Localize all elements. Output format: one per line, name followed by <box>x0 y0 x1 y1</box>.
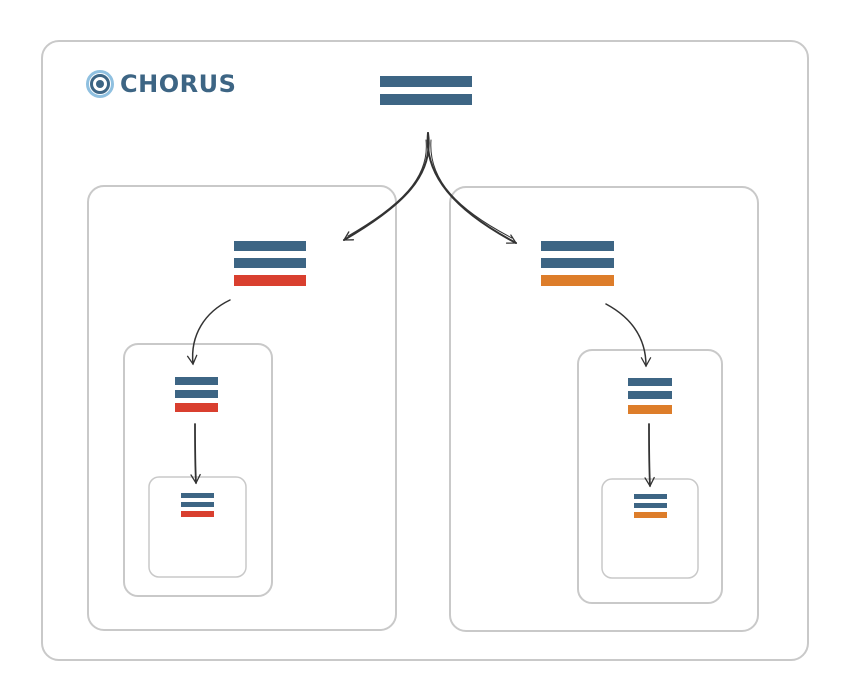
right-l3-stripe-2 <box>634 503 667 508</box>
left-l3-stripe-1 <box>181 493 214 498</box>
right-l3-stripe-1 <box>634 494 667 499</box>
left-l2-stripe-1 <box>175 377 218 385</box>
right-l2-stripe-3 <box>628 405 672 414</box>
left-container-inner <box>148 476 247 578</box>
arrow-root-to-right-sketch <box>430 139 513 239</box>
root-stripe-1 <box>380 76 472 87</box>
outer-frame <box>41 40 809 661</box>
left-node-level-3 <box>181 493 214 517</box>
arrow-right-l1-to-l2 <box>605 303 652 368</box>
left-container-outer <box>87 185 397 631</box>
left-l1-stripe-2 <box>234 258 306 268</box>
left-l1-stripe-1 <box>234 241 306 251</box>
logo-text: CHORUS <box>120 70 237 98</box>
right-l1-stripe-1 <box>541 241 614 251</box>
arrow-root-to-left-sketch <box>347 139 427 237</box>
left-l2-stripe-3 <box>175 403 218 412</box>
right-l1-stripe-3 <box>541 275 614 286</box>
arrow-root-to-right <box>426 132 518 244</box>
left-l3-stripe-2 <box>181 502 214 507</box>
right-container-outer <box>449 186 759 632</box>
right-node-level-1 <box>541 241 614 286</box>
chorus-logo-icon <box>86 70 114 98</box>
right-l2-stripe-2 <box>628 391 672 399</box>
right-container-inner <box>601 478 699 579</box>
right-l1-stripe-2 <box>541 258 614 268</box>
root-node <box>380 76 472 105</box>
left-container-middle <box>123 343 273 597</box>
arrow-left-l2-to-l3 <box>190 423 201 485</box>
arrow-right-l2-to-l3 <box>644 423 655 488</box>
right-node-level-2 <box>628 378 672 414</box>
left-l3-stripe-3 <box>181 511 214 517</box>
right-l2-stripe-1 <box>628 378 672 386</box>
left-node-level-2 <box>175 377 218 412</box>
left-node-level-1 <box>234 241 306 286</box>
left-l1-stripe-3 <box>234 275 306 286</box>
left-l2-stripe-2 <box>175 390 218 398</box>
arrow-left-l1-to-l2 <box>186 299 231 366</box>
right-container-middle <box>577 349 723 604</box>
right-node-level-3 <box>634 494 667 518</box>
right-l3-stripe-3 <box>634 512 667 518</box>
chorus-logo: CHORUS <box>86 70 236 98</box>
root-stripe-2 <box>380 94 472 105</box>
